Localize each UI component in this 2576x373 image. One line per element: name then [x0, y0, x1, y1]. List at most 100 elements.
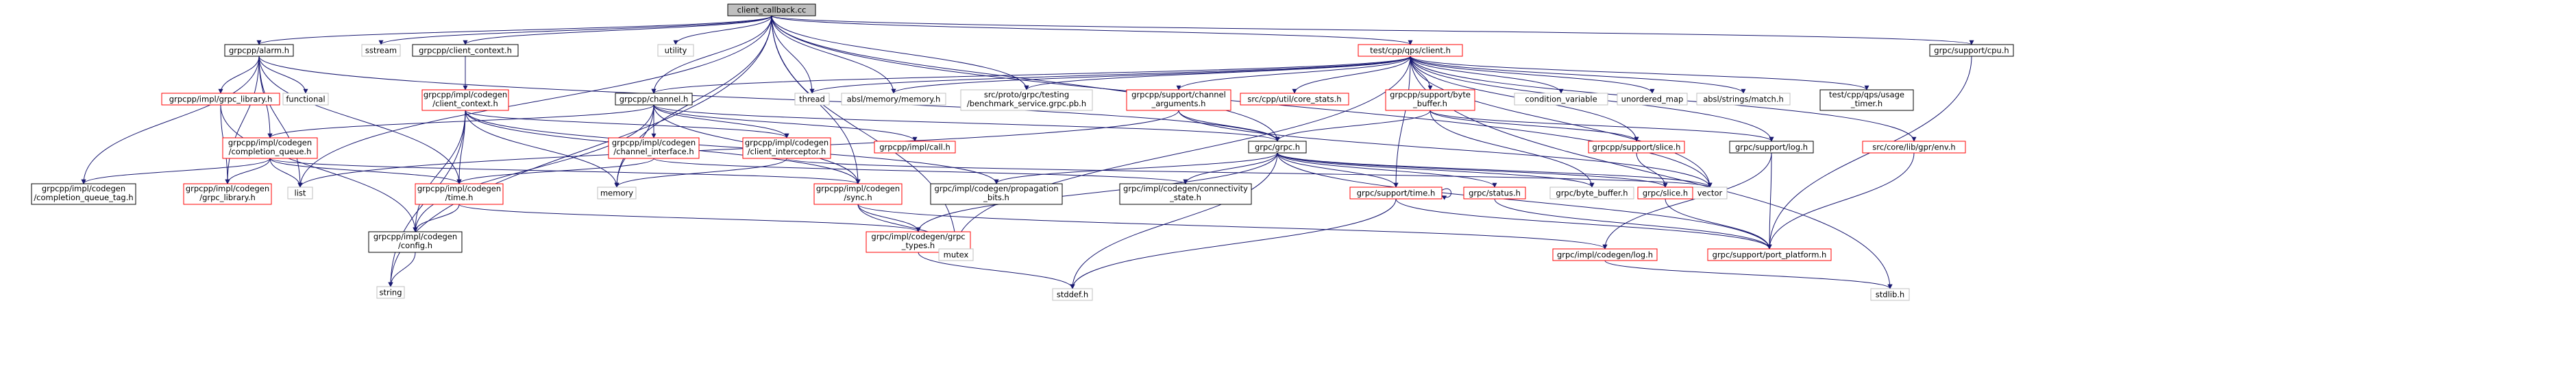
- node-label: /completion_queue_tag.h: [34, 193, 133, 202]
- node-grpc-h[interactable]: grpc/grpc.h: [1248, 141, 1307, 154]
- node-stddef[interactable]: stddef.h: [1052, 288, 1093, 301]
- node-box: [1052, 288, 1093, 301]
- node-grpc-cpu[interactable]: grpc/support/cpu.h: [1929, 44, 2014, 57]
- node-absl-match[interactable]: absl/strings/match.h: [1696, 93, 1791, 106]
- node-box: [930, 183, 1063, 205]
- node-vector[interactable]: vector: [1692, 186, 1728, 200]
- node-label: grpcpp/alarm.h: [229, 46, 289, 56]
- node-propagation-bits[interactable]: grpc/impl/codegen/propagation_bits.h: [930, 183, 1063, 205]
- node-codegen-sync[interactable]: grpcpp/impl/codegen/sync.h: [813, 183, 903, 205]
- node-box: [794, 93, 830, 106]
- node-label: grpcpp/impl/codegen: [745, 138, 829, 147]
- edge-alarm-to-codegen-grpc-library: [225, 56, 260, 184]
- node-box: [960, 89, 1093, 111]
- node-core-stats[interactable]: src/cpp/util/core_stats.h: [1240, 93, 1349, 106]
- node-box: [1862, 141, 1966, 154]
- node-box: [31, 183, 136, 205]
- node-absl-memory[interactable]: absl/memory/memory.h: [841, 93, 946, 106]
- node-utility[interactable]: utility: [657, 44, 694, 57]
- node-box: [282, 93, 329, 106]
- node-codegen-log[interactable]: grpc/impl/codegen/log.h: [1552, 248, 1658, 261]
- node-label: grpcpp/impl/codegen: [816, 184, 900, 193]
- edge-gpr-env-to-port-platform: [1767, 152, 1915, 250]
- node-box: [813, 183, 903, 205]
- node-codegen-grpc-library[interactable]: grpcpp/impl/codegen/grpc_library.h: [183, 183, 272, 205]
- node-cq-tag[interactable]: grpcpp/impl/codegen/completion_queue_tag…: [31, 183, 136, 205]
- node-box: [597, 186, 637, 200]
- node-codegen-client-context[interactable]: grpcpp/impl/codegen/client_context.h: [421, 89, 509, 111]
- node-functional[interactable]: functional: [282, 93, 329, 106]
- node-label: grpc/support/cpu.h: [1934, 46, 2009, 56]
- edge-grpc-h-to-support-time: [1277, 152, 1399, 188]
- node-root[interactable]: client_callback.cc: [727, 3, 816, 16]
- node-label: grpc/slice.h: [1643, 189, 1688, 198]
- edge-qps-client-to-core-stats: [1292, 56, 1411, 94]
- node-thread[interactable]: thread: [794, 93, 830, 106]
- node-label: _arguments.h: [1151, 99, 1206, 108]
- node-connectivity-state[interactable]: grpc/impl/codegen/connectivity_state.h: [1119, 183, 1252, 205]
- node-completion-queue[interactable]: grpcpp/impl/codegen/completion_queue.h: [222, 137, 318, 159]
- edge-root-to-grpc-cpu: [771, 15, 1974, 45]
- node-label: grpcpp/channel.h: [620, 95, 689, 104]
- node-byte-buffer-support[interactable]: grpcpp/support/byte_buffer.h: [1385, 89, 1475, 111]
- node-usage-timer[interactable]: test/cpp/qps/usage_timer.h: [1819, 89, 1914, 111]
- node-box: [727, 3, 816, 16]
- edge-root-to-alarm: [256, 15, 772, 45]
- node-box: [1637, 186, 1693, 200]
- node-port-platform[interactable]: grpc/support/port_platform.h: [1707, 248, 1832, 261]
- node-gpr-env[interactable]: src/core/lib/gpr/env.h: [1862, 141, 1966, 154]
- node-box: [1358, 44, 1463, 57]
- node-label: test/cpp/qps/client.h: [1370, 46, 1451, 56]
- node-qps-client[interactable]: test/cpp/qps/client.h: [1358, 44, 1463, 57]
- edge-grpc-h-to-propagation-bits: [994, 152, 1278, 184]
- node-label: src/cpp/util/core_stats.h: [1247, 95, 1341, 104]
- node-grpc-library[interactable]: grpcpp/impl/grpc_library.h: [161, 93, 280, 106]
- node-label: thread: [799, 95, 825, 104]
- node-box: [1126, 89, 1231, 111]
- node-box: [1552, 248, 1658, 261]
- edge-support-time-to-stddef: [1070, 198, 1397, 289]
- node-box: [1870, 288, 1910, 301]
- node-mutex[interactable]: mutex: [938, 248, 974, 261]
- node-support-log[interactable]: grpc/support/log.h: [1729, 141, 1814, 154]
- node-unordered-map[interactable]: unordered_map: [1617, 93, 1688, 106]
- node-condition-variable[interactable]: condition_variable: [1514, 93, 1608, 106]
- node-label: string: [379, 288, 402, 298]
- edge-grpc-h-to-codegen-grpc-types: [916, 152, 1278, 232]
- node-support-time[interactable]: grpc/support/time.h: [1349, 186, 1443, 200]
- node-sstream[interactable]: sstream: [361, 44, 401, 57]
- edge-grpc-h-to-byte-buffer: [1277, 152, 1595, 188]
- node-status[interactable]: grpc/status.h: [1463, 186, 1526, 200]
- node-client-interceptor[interactable]: grpcpp/impl/codegen/client_interceptor.h: [742, 137, 831, 159]
- node-byte-buffer[interactable]: grpc/byte_buffer.h: [1549, 186, 1634, 200]
- node-codegen-config[interactable]: grpcpp/impl/codegen/config.h: [368, 231, 463, 253]
- node-label: /client_interceptor.h: [748, 147, 826, 156]
- node-alarm[interactable]: grpcpp/alarm.h: [224, 44, 294, 57]
- node-stdlib[interactable]: stdlib.h: [1870, 288, 1910, 301]
- edge-root-to-absl-memory: [771, 15, 896, 94]
- edge-support-time-to-port-platform: [1395, 198, 1772, 250]
- edge-grpc-h-to-connectivity-state: [1183, 152, 1278, 184]
- node-impl-call[interactable]: grpcpp/impl/call.h: [874, 141, 956, 154]
- node-label: absl/memory/memory.h: [847, 95, 941, 104]
- edge-root-to-mutex: [771, 15, 959, 250]
- node-channel-arguments[interactable]: grpcpp/support/channel_arguments.h: [1126, 89, 1231, 111]
- node-channel[interactable]: grpcpp/channel.h: [615, 93, 693, 106]
- node-codegen-time[interactable]: grpcpp/impl/codegen/time.h: [415, 183, 504, 205]
- edge-codegen-client-context-to-memory: [465, 110, 620, 188]
- edge-qps-client-to-usage-timer: [1410, 56, 1869, 91]
- node-label: grpcpp/impl/codegen: [186, 184, 269, 193]
- edge-codegen-grpc-types-to-stddef: [918, 252, 1075, 289]
- node-string[interactable]: string: [376, 286, 405, 299]
- node-channel-interface[interactable]: grpcpp/impl/codegen/channel_interface.h: [608, 137, 700, 159]
- node-slice[interactable]: grpc/slice.h: [1637, 186, 1693, 200]
- node-list[interactable]: list: [287, 186, 313, 200]
- edge-codegen-log-to-stdlib: [1604, 260, 1893, 289]
- node-label: src/core/lib/gpr/env.h: [1872, 143, 1955, 152]
- edge-channel-to-completion-queue: [267, 104, 654, 139]
- node-support-slice[interactable]: grpcpp/support/slice.h: [1588, 141, 1685, 154]
- node-memory[interactable]: memory: [597, 186, 637, 200]
- node-box: [1588, 141, 1685, 154]
- node-benchmark-service[interactable]: src/proto/grpc/testing/benchmark_service…: [960, 89, 1093, 111]
- node-client-context[interactable]: grpcpp/client_context.h: [412, 44, 519, 57]
